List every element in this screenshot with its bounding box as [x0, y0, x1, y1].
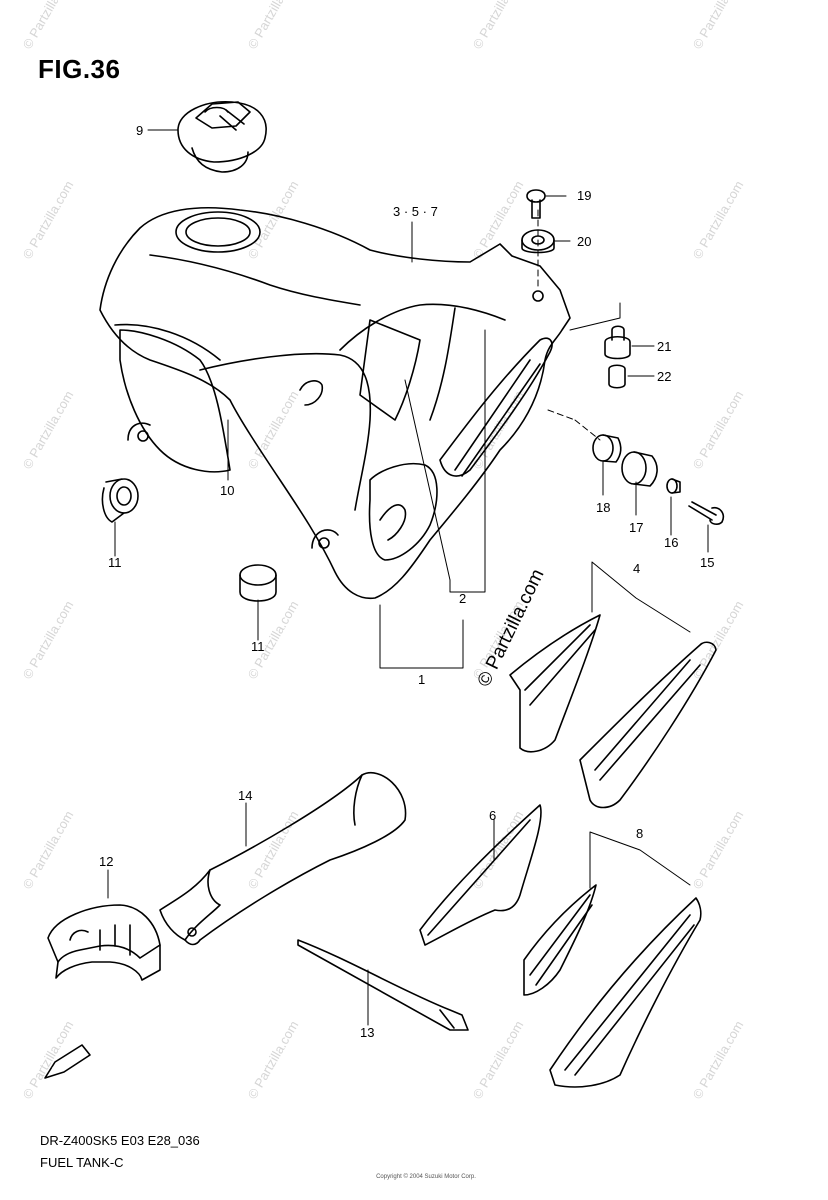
sleeve-part-14[interactable]: [159, 772, 407, 946]
forward-arrow-icon: [44, 1044, 91, 1079]
callout-16: 16: [664, 535, 678, 550]
callout-3-5-7: 3 · 5 · 7: [393, 204, 438, 219]
damper-part-21[interactable]: [604, 325, 631, 360]
callout-11-left: 11: [108, 555, 122, 570]
watermark-text: © Partzilla.com: [470, 178, 527, 261]
callout-21: 21: [657, 339, 671, 354]
sticker-part-6[interactable]: [419, 804, 542, 946]
fuel-cap-part[interactable]: [177, 101, 267, 173]
leader-lines: [107, 129, 709, 1026]
sticker-part-8[interactable]: [523, 884, 702, 1088]
watermark-text: © Partzilla.com: [690, 598, 747, 681]
bolt-part-19[interactable]: [526, 189, 546, 219]
grommet-part-12[interactable]: [47, 904, 161, 981]
callout-9: 9: [136, 123, 143, 138]
callout-12: 12: [99, 854, 113, 869]
watermark-text: © Partzilla.com: [470, 1018, 527, 1101]
watermark-text: © Partzilla.com: [690, 1018, 747, 1101]
callout-4: 4: [633, 561, 640, 576]
watermark-text: © Partzilla.com: [245, 0, 302, 52]
watermark-text: © Partzilla.com: [20, 808, 77, 891]
callout-10: 10: [220, 483, 234, 498]
callout-20: 20: [577, 234, 591, 249]
watermark-text: © Partzilla.com: [20, 178, 77, 261]
cable-tie-part-13[interactable]: [297, 939, 469, 1031]
fuel-tank-part[interactable]: [99, 206, 571, 600]
callout-14: 14: [238, 788, 252, 803]
section-name: FUEL TANK-C: [40, 1155, 124, 1170]
callout-13: 13: [360, 1025, 374, 1040]
cushion-part-11-right[interactable]: [239, 564, 277, 602]
cushion-part-17[interactable]: [621, 451, 658, 487]
cushion-part-11-left[interactable]: [101, 478, 139, 523]
callout-2: 2: [459, 591, 466, 606]
callout-15: 15: [700, 555, 714, 570]
callout-22: 22: [657, 369, 671, 384]
watermark-text: © Partzilla.com: [20, 0, 77, 52]
watermark-text: © Partzilla.com: [690, 178, 747, 261]
collar-part-16[interactable]: [666, 478, 681, 494]
sticker-part-4[interactable]: [509, 614, 717, 809]
washer-part-20[interactable]: [521, 229, 555, 254]
callout-19: 19: [577, 188, 591, 203]
watermark-layer: © Partzilla.com © Partzilla.com © Partzill…: [20, 0, 747, 1102]
callout-17: 17: [629, 520, 643, 535]
callout-18: 18: [596, 500, 610, 515]
watermark-text: © Partzilla.com: [690, 808, 747, 891]
watermark-text: © Partzilla.com: [20, 388, 77, 471]
callout-1: 1: [418, 672, 425, 687]
callout-8: 8: [636, 826, 643, 841]
copyright-notice: Copyright © 2004 Suzuki Motor Corp.: [376, 1174, 476, 1180]
watermark-text: © Partzilla.com: [245, 1018, 302, 1101]
collar-part-22[interactable]: [608, 364, 626, 389]
model-code: DR-Z400SK5 E03 E28_036: [40, 1133, 200, 1148]
callout-11-right: 11: [251, 639, 265, 654]
figure-title: FIG.36: [38, 54, 121, 84]
watermark-text: © Partzilla.com: [20, 598, 77, 681]
watermark-text: © Partzilla.com: [690, 0, 747, 52]
figure-footer: DR-Z400SK5 E03 E28_036 FUEL TANK-C: [40, 1130, 200, 1174]
watermark-text: © Partzilla.com: [245, 388, 302, 471]
cushion-part-18[interactable]: [592, 434, 622, 463]
watermark-text: © Partzilla.com: [470, 0, 527, 52]
callout-6: 6: [489, 808, 496, 823]
bolt-part-15[interactable]: [688, 501, 725, 525]
watermark-text: © Partzilla.com: [690, 388, 747, 471]
